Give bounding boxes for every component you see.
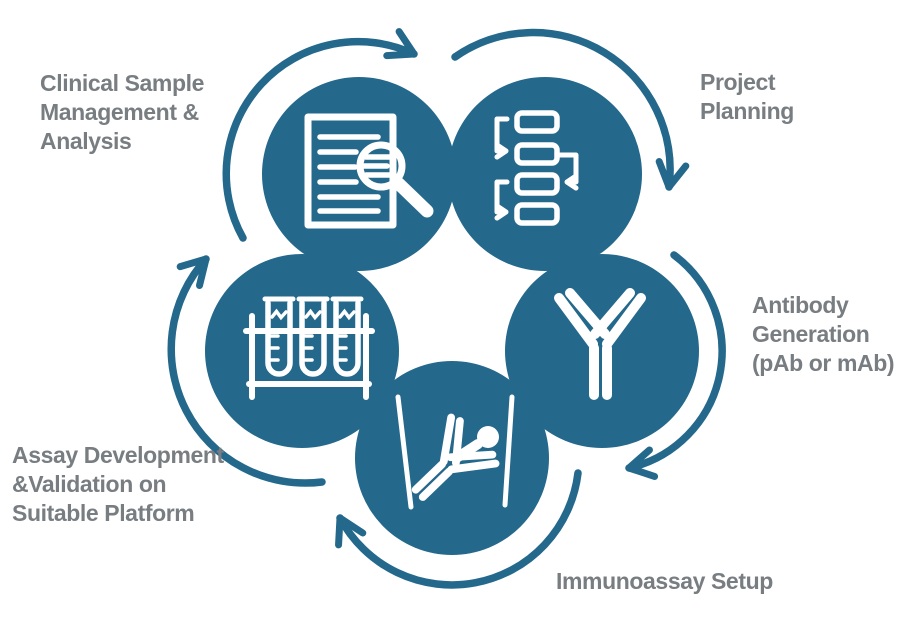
magnifier-handle [392, 177, 434, 218]
well-wall-left [395, 394, 414, 510]
test-tube [262, 296, 296, 377]
label-clinical-sample: Clinical Sample Management & Analysis [40, 70, 205, 154]
magnifier-lens [356, 141, 406, 191]
immunoassay-well-antibody-bead-icon [395, 394, 515, 516]
detection-bead [477, 426, 499, 448]
label-immunoassay-setup: Immunoassay Setup [556, 568, 773, 594]
label-antibody-generation: Antibody Generation (pAb or mAb) [752, 292, 895, 376]
test-tube-rack-icon [243, 296, 375, 400]
arrow-assay-to-clinical [167, 255, 326, 487]
flowchart-icon [494, 110, 579, 226]
arrow-project-to-antibody [451, 28, 690, 191]
test-tube [330, 296, 364, 377]
arrow-immunoassay-to-assay [335, 469, 582, 589]
arrow-antibody-to-immunoassay [625, 251, 726, 480]
cycle-arrows [167, 28, 726, 589]
test-tube [296, 296, 330, 377]
label-assay-development: Assay Development &Validation on Suitabl… [12, 442, 224, 526]
arrow-clinical-to-project [222, 28, 418, 242]
document-magnifier-icon [304, 113, 434, 229]
label-project-planning: Project Planning [700, 69, 794, 124]
well-wall-right [502, 394, 515, 508]
bead-linker [453, 439, 483, 462]
